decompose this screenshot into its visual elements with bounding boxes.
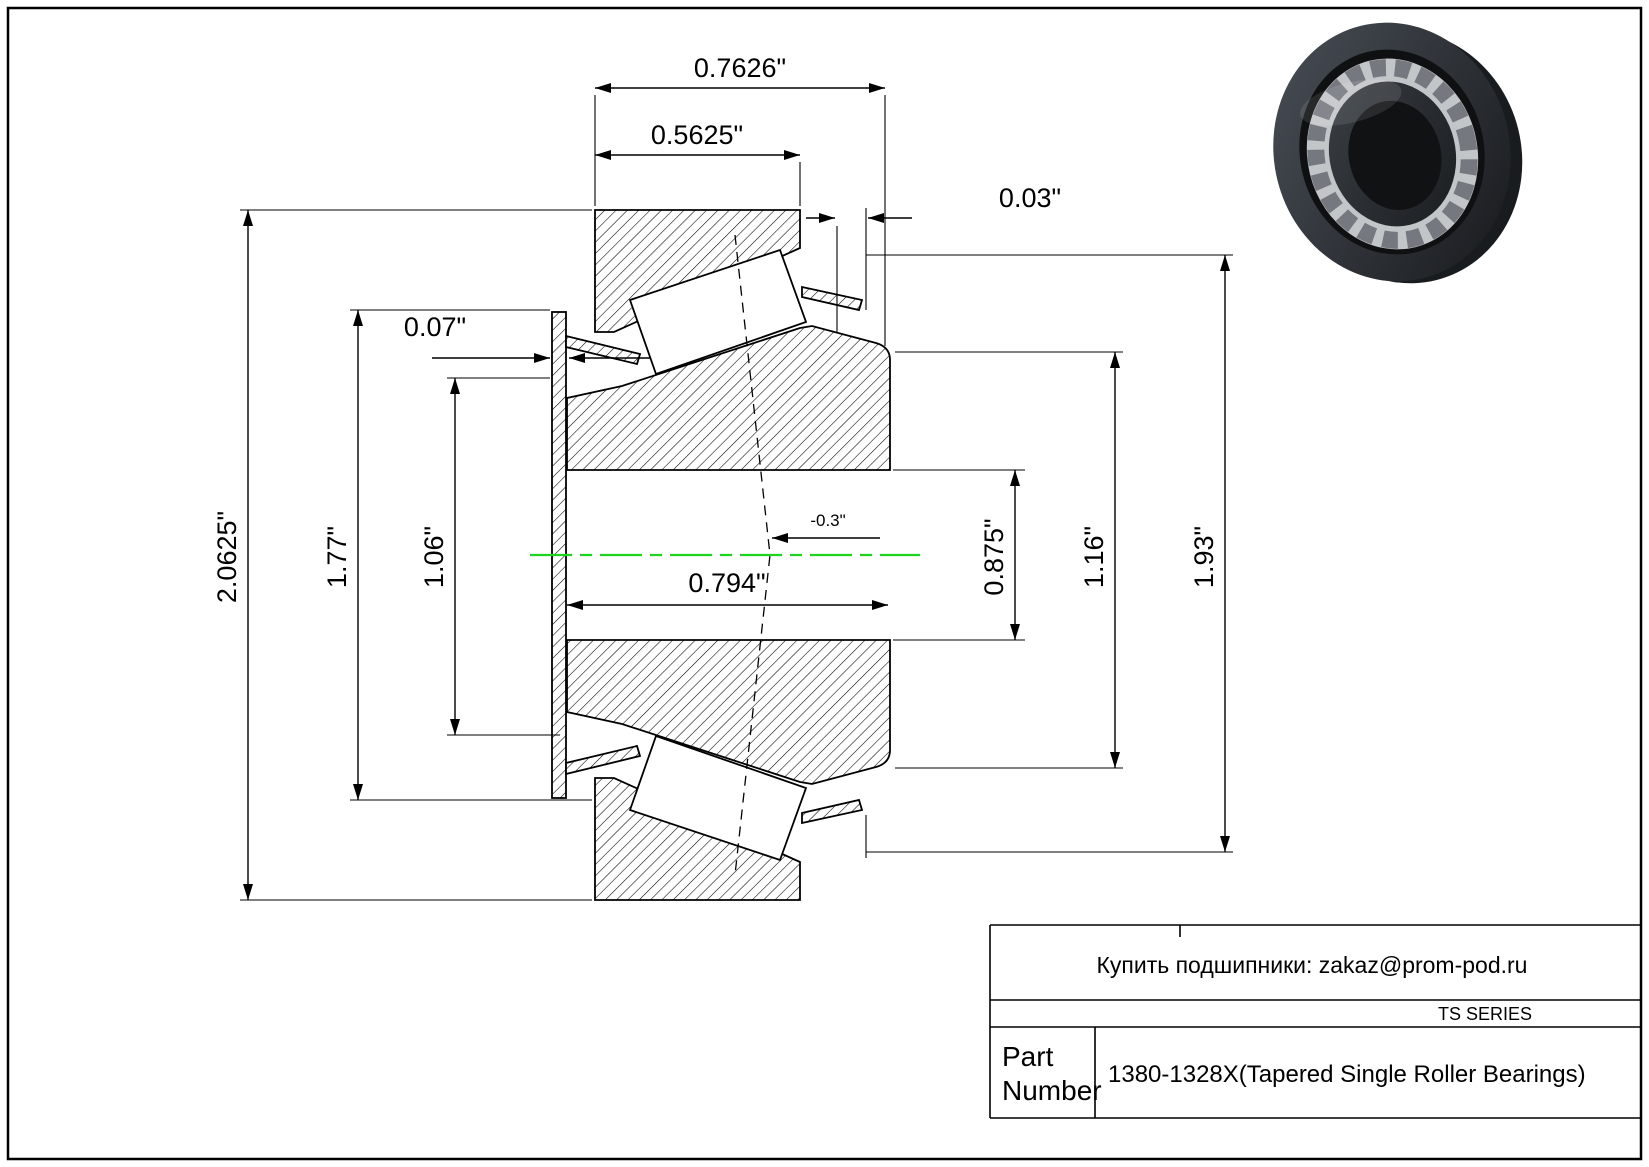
dim-cage-id: 1.06" bbox=[419, 378, 460, 735]
sheet-frame bbox=[6, 6, 1643, 1161]
dim-bore: 0.875" bbox=[979, 470, 1020, 640]
dim-flange-diameter: 2.0625" bbox=[212, 210, 253, 900]
dim-cage-id-label: 1.06" bbox=[419, 526, 449, 588]
dimensions: 0.7626" 0.5625" 0.03" 0.07" 2.0625" 1.77… bbox=[212, 53, 1233, 901]
dim-flange-diameter-label: 2.0625" bbox=[212, 511, 242, 603]
dim-cage-od-label: 1.77" bbox=[322, 526, 352, 588]
dim-effective-center: -0.3" bbox=[772, 511, 880, 543]
dim-effective-center-label: -0.3" bbox=[810, 511, 845, 530]
dim-overall-width-label: 0.7626" bbox=[694, 53, 786, 83]
roller-top bbox=[628, 248, 808, 376]
dim-cone-od: 1.16" bbox=[1079, 352, 1120, 768]
roller-axis-line bbox=[734, 234, 771, 876]
cage-slant-top bbox=[565, 334, 642, 366]
cone-bottom bbox=[566, 639, 891, 785]
dim-cup-width: 0.5625" bbox=[595, 120, 800, 160]
dim-cup-od-label: 1.93" bbox=[1189, 526, 1219, 588]
cage-tip-bottom bbox=[801, 798, 864, 825]
part-number-value: 1380-1328X(Tapered Single Roller Bearing… bbox=[1108, 1061, 1586, 1088]
roller-bottom bbox=[628, 734, 808, 862]
bearing-photo-icon bbox=[1273, 22, 1523, 284]
part-number-label-line2: Number bbox=[1002, 1075, 1102, 1106]
dim-bore-label: 0.875" bbox=[979, 518, 1009, 595]
dim-cone-width-label: 0.794" bbox=[688, 568, 765, 598]
contact-email: Купить подшипники: zakaz@prom-pod.ru bbox=[1097, 952, 1528, 978]
cage-slant-bottom bbox=[565, 744, 642, 776]
dim-cage-lip: 0.07" bbox=[404, 312, 650, 363]
series-label: TS SERIES bbox=[1438, 1004, 1532, 1024]
dim-cage-od: 1.77" bbox=[322, 310, 363, 800]
cone-top bbox=[566, 325, 891, 471]
dim-cage-lip-label: 0.07" bbox=[404, 312, 466, 342]
dim-cone-width: 0.794" bbox=[567, 568, 888, 610]
dim-cup-width-label: 0.5625" bbox=[651, 120, 743, 150]
title-block: Купить подшипники: zakaz@prom-pod.ru TS … bbox=[989, 924, 1641, 1119]
dim-overall-width: 0.7626" bbox=[595, 53, 885, 93]
dim-cone-od-label: 1.16" bbox=[1079, 526, 1109, 588]
section-view bbox=[530, 209, 920, 901]
dim-cage-standout-label: 0.03" bbox=[999, 183, 1061, 213]
dim-cup-od: 1.93" bbox=[1189, 255, 1230, 852]
extension-lines bbox=[240, 95, 1233, 901]
cage-tip-top bbox=[801, 285, 864, 312]
part-number-label-line1: Part bbox=[1002, 1041, 1054, 1072]
dim-cage-standout: 0.03" bbox=[806, 183, 1061, 223]
